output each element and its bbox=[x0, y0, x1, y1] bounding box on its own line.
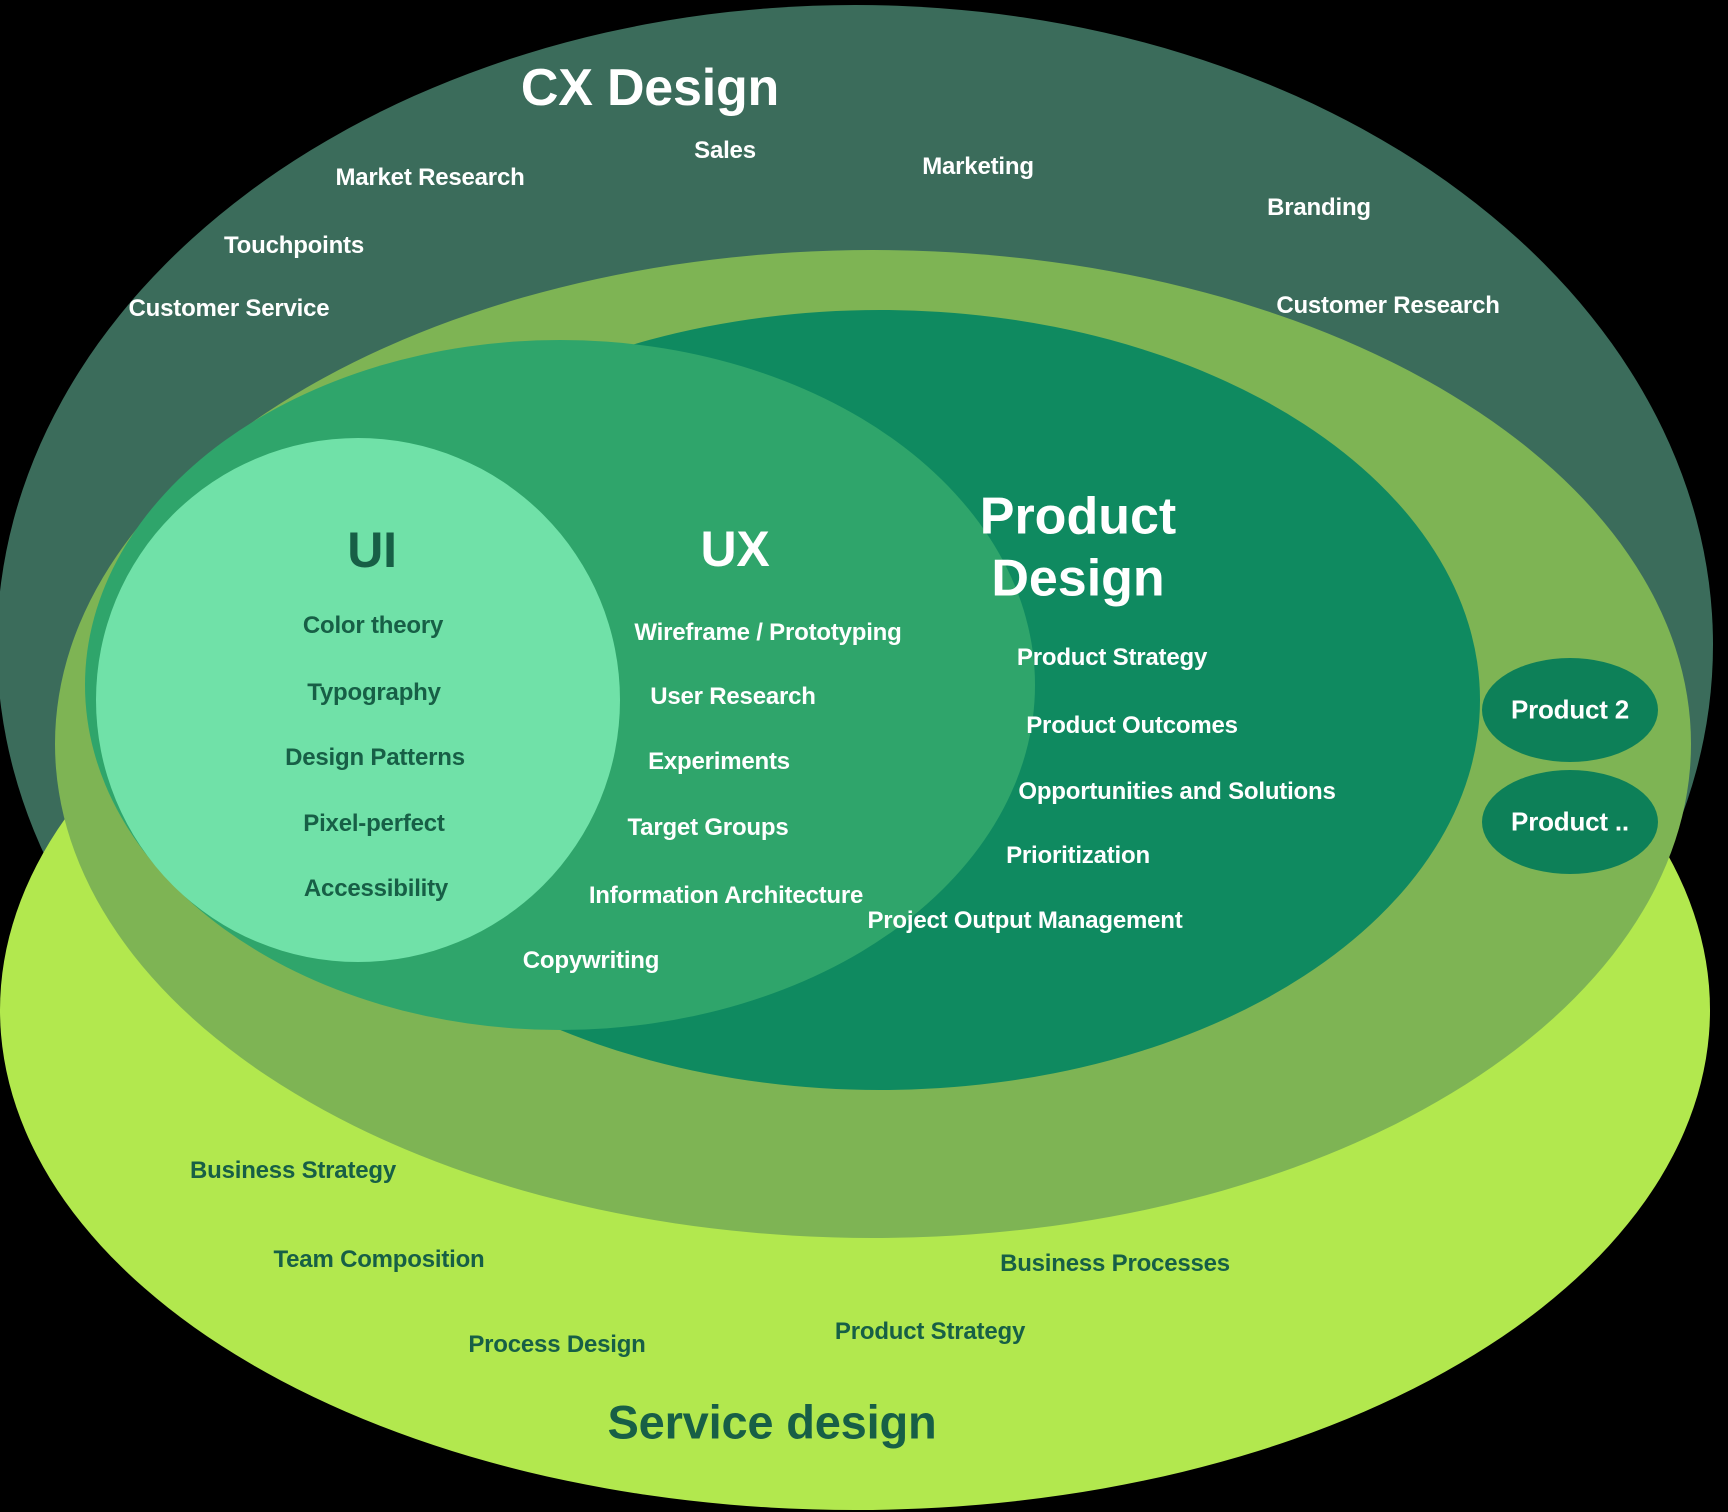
cx-label-customer-service: Customer Service bbox=[128, 295, 330, 322]
service-design-title: Service design bbox=[607, 1395, 937, 1449]
product-dots-ellipse bbox=[1482, 770, 1658, 874]
service-label-team-composition: Team Composition bbox=[273, 1246, 485, 1273]
pd-label-product-strategy: Product Strategy bbox=[1016, 644, 1208, 671]
ui-circle bbox=[96, 438, 620, 962]
cx-label-sales: Sales bbox=[694, 137, 756, 164]
ux-label-wireframe-prototyping: Wireframe / Prototyping bbox=[634, 619, 902, 646]
pd-label-opportunities-and-solutions: Opportunities and Solutions bbox=[1018, 778, 1336, 805]
service-label-business-processes: Business Processes bbox=[1000, 1250, 1230, 1277]
ui-label-pixel-perfect: Pixel-perfect bbox=[303, 810, 445, 837]
ux-label-copywriting: Copywriting bbox=[522, 947, 660, 974]
cx-label-customer-research: Customer Research bbox=[1276, 292, 1500, 319]
ui-label-design-patterns: Design Patterns bbox=[285, 744, 465, 771]
product-design-title: Product Design bbox=[979, 487, 1177, 608]
ui-label-accessibility: Accessibility bbox=[303, 875, 449, 902]
pd-label-prioritization: Prioritization bbox=[1006, 842, 1150, 869]
cx-label-market-research: Market Research bbox=[335, 164, 525, 191]
ui-title: UI bbox=[347, 522, 397, 578]
service-label-business-strategy: Business Strategy bbox=[189, 1157, 397, 1184]
ux-label-information-architecture: Information Architecture bbox=[588, 882, 864, 909]
ux-label-experiments: Experiments bbox=[648, 748, 790, 775]
cx-label-marketing: Marketing bbox=[922, 153, 1034, 180]
ui-label-color-theory: Color theory bbox=[302, 612, 444, 639]
product-2-label: Product 2 bbox=[1510, 694, 1630, 725]
product-2-ellipse bbox=[1482, 658, 1658, 762]
ux-title: UX bbox=[700, 521, 770, 577]
service-label-process-design: Process Design bbox=[468, 1331, 646, 1358]
cx-design-title: CX Design bbox=[520, 59, 780, 117]
ux-label-user-research: User Research bbox=[650, 683, 816, 710]
service-label-product-strategy: Product Strategy bbox=[834, 1318, 1026, 1345]
cx-label-touchpoints: Touchpoints bbox=[224, 232, 364, 259]
ui-label-typography: Typography bbox=[307, 679, 441, 706]
pd-label-product-outcomes: Product Outcomes bbox=[1026, 712, 1238, 739]
product-dots-label: Product .. bbox=[1511, 806, 1629, 837]
pd-label-project-output-management: Project Output Management bbox=[867, 907, 1183, 934]
ux-label-target-groups: Target Groups bbox=[627, 814, 789, 841]
cx-label-branding: Branding bbox=[1267, 194, 1371, 221]
